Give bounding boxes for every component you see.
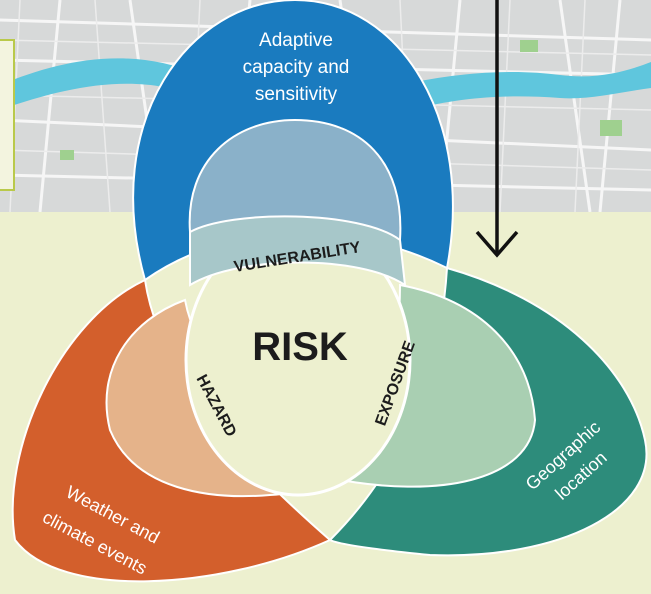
river bbox=[0, 58, 651, 119]
down-arrow-icon bbox=[475, 0, 519, 258]
adaptive-line-3: sensitivity bbox=[255, 84, 338, 105]
adaptive-line-1: Adaptive bbox=[259, 30, 333, 51]
callout-box bbox=[0, 39, 15, 191]
adaptive-line-2: capacity and bbox=[243, 57, 350, 78]
vulnerability-band bbox=[189, 215, 407, 288]
risk-label: RISK bbox=[252, 325, 348, 369]
